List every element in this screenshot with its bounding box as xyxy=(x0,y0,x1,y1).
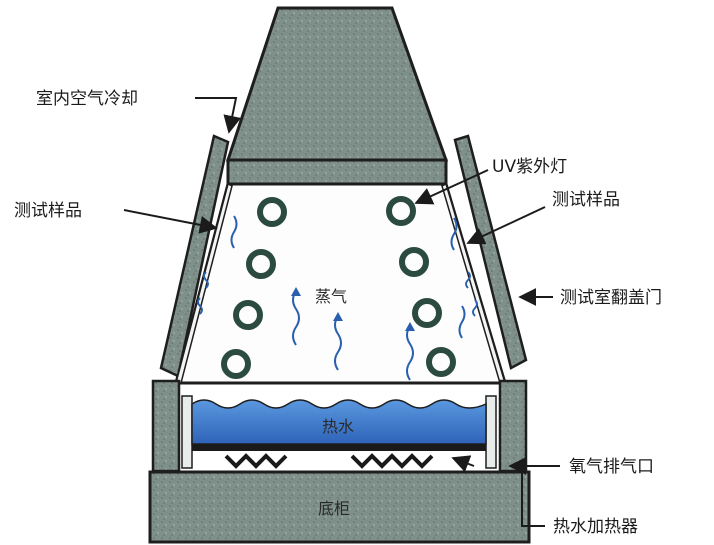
uv-lamp xyxy=(426,347,456,377)
droplet xyxy=(472,299,478,317)
condensation-droplets xyxy=(197,271,478,317)
steam-arrowhead xyxy=(333,312,343,321)
uv-lamp xyxy=(412,298,442,328)
steam-squiggle xyxy=(406,325,414,381)
steam-flow xyxy=(230,215,466,381)
uv-lamps xyxy=(221,196,456,379)
label-water-heater: 热水加热器 xyxy=(553,517,638,537)
label-hot-water: 热水 xyxy=(322,417,354,436)
droplet xyxy=(465,271,471,289)
label-test-sample-left: 测试样品 xyxy=(14,201,82,221)
side-wall-left xyxy=(151,379,181,473)
droplet xyxy=(203,271,209,289)
label-steam: 蒸气 xyxy=(315,287,347,306)
inner-lining-right xyxy=(485,395,497,469)
steam-squiggle xyxy=(230,215,238,249)
label-chamber-lid-door: 测试室翻盖门 xyxy=(560,288,662,308)
steam-squiggle xyxy=(450,217,458,251)
uv-lamp xyxy=(257,197,287,227)
steam-arrowheads xyxy=(291,287,415,331)
hot-water-basin xyxy=(191,399,487,445)
callout-arrows xyxy=(123,97,560,527)
side-wall-right xyxy=(498,379,528,473)
droplet xyxy=(197,297,203,315)
basin-floor xyxy=(192,444,486,451)
steam-arrowhead xyxy=(291,287,301,296)
arrow-water-heater xyxy=(521,472,545,527)
top-collar xyxy=(226,158,448,186)
base-cabinet xyxy=(148,470,531,544)
label-oxygen-vent: 氧气排气口 xyxy=(569,457,654,477)
uv-lamp xyxy=(233,300,263,330)
heater-coil-right xyxy=(350,453,434,469)
uv-lamp xyxy=(386,196,416,226)
inner-lining-left xyxy=(181,395,193,469)
arrow-uv-lamp xyxy=(414,169,489,205)
arrow-indoor-air-cooling xyxy=(195,97,242,134)
top-housing xyxy=(225,6,449,162)
lid-door-right xyxy=(453,134,528,370)
label-uv-lamp: UV紫外灯 xyxy=(492,157,567,177)
heater-coil-left xyxy=(224,453,288,469)
uv-lamp xyxy=(399,247,429,277)
steam-squiggle xyxy=(458,305,466,339)
sample-strip-left xyxy=(175,182,233,384)
steam-squiggle xyxy=(334,315,342,371)
label-test-sample-right: 测试样品 xyxy=(552,190,620,210)
label-base-cabinet: 底柜 xyxy=(318,499,350,518)
label-indoor-air-cooling: 室内空气冷却 xyxy=(36,89,138,109)
uv-lamp xyxy=(221,349,251,379)
uv-lamp xyxy=(246,249,276,279)
steam-arrowhead xyxy=(405,322,415,331)
arrow-test-sample-right xyxy=(466,206,546,245)
arrow-oxygen-vent-inner xyxy=(451,455,475,473)
steam-squiggle xyxy=(292,290,300,346)
arrow-test-sample-left xyxy=(123,209,218,234)
